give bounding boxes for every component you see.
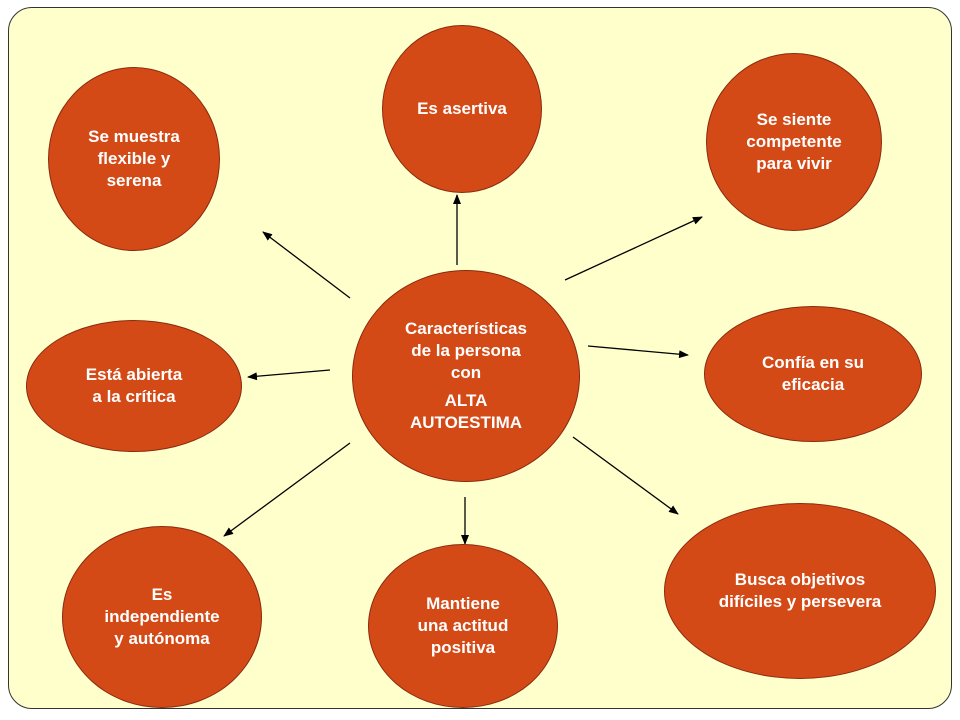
- node-competente: Se siente competente para vivir: [706, 53, 882, 231]
- center-emphasis: ALTA AUTOESTIMA: [409, 391, 523, 432]
- node-asertiva-label: Es asertiva: [417, 99, 507, 118]
- node-eficacia: Confía en su eficacia: [704, 306, 922, 442]
- arrow-to-independiente: [223, 442, 351, 537]
- arrow-to-objetivos: [572, 436, 679, 515]
- node-independiente-label: Es independiente y autónoma: [104, 585, 220, 648]
- node-flexible-label: Se muestra flexible y serena: [88, 127, 180, 190]
- node-critica: Está abierta a la crítica: [26, 320, 242, 452]
- node-objetivos-label: Busca objetivos difíciles y persevera: [718, 570, 882, 611]
- center-label: Características de la persona con: [405, 319, 527, 382]
- node-positiva: Mantiene una actitud positiva: [368, 544, 558, 708]
- arrow-to-eficacia: [587, 345, 689, 359]
- arrow-to-competente: [564, 216, 703, 281]
- node-independiente: Es independiente y autónoma: [62, 526, 262, 708]
- arrow-to-critica: [247, 369, 331, 381]
- node-competente-label: Se siente competente para vivir: [746, 110, 842, 173]
- arrow-to-flexible: [262, 231, 351, 299]
- node-asertiva: Es asertiva: [382, 25, 542, 193]
- node-critica-label: Está abierta a la crítica: [85, 365, 183, 406]
- center-node-alta-autoestima: Características de la persona con ALTA A…: [352, 270, 580, 482]
- node-positiva-label: Mantiene una actitud positiva: [417, 594, 509, 657]
- node-objetivos: Busca objetivos difíciles y persevera: [664, 503, 936, 679]
- node-eficacia-label: Confía en su eficacia: [761, 353, 864, 394]
- node-flexible: Se muestra flexible y serena: [48, 67, 220, 251]
